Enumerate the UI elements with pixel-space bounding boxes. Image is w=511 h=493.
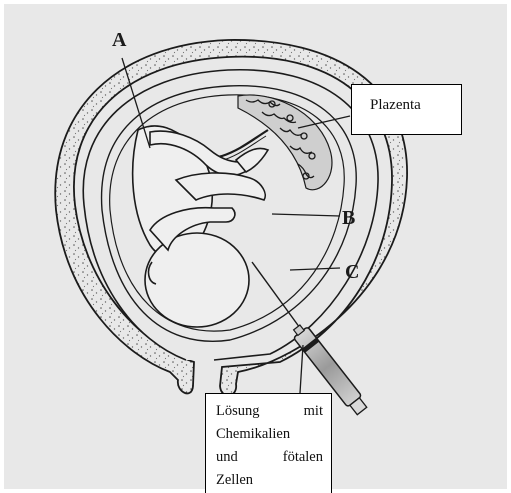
solution-line-2: Chemikalien [216, 423, 323, 446]
solution-line-3: und fötalen [216, 446, 323, 469]
solution-word-und: und [216, 446, 238, 469]
solution-word-mit: mit [304, 400, 323, 423]
solution-line-4: Zellen [216, 469, 323, 492]
label-c: C [345, 262, 359, 282]
solution-word-loesung: Lösung [216, 400, 260, 423]
pointer-solution [300, 345, 303, 393]
plazenta-label-box: Plazenta [351, 84, 462, 135]
solution-line-1: Lösung mit [216, 400, 323, 423]
label-b: B [342, 208, 355, 228]
solution-word-foetalen: fötalen [283, 446, 323, 469]
label-a: A [112, 30, 126, 50]
plazenta-label: Plazenta [370, 97, 421, 113]
solution-label-box: Lösung mit Chemikalien und fötalen Zelle… [205, 393, 332, 493]
